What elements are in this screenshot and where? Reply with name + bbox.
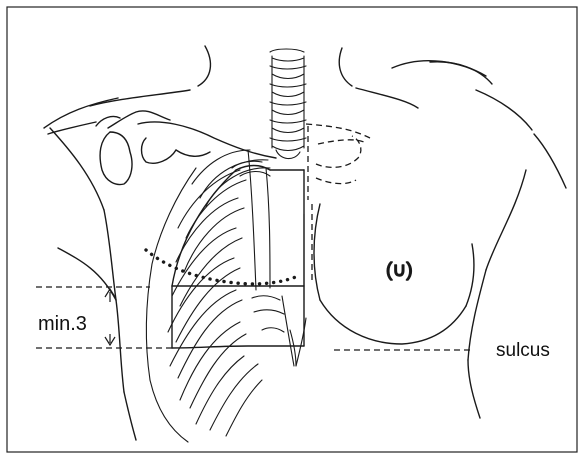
spine	[270, 49, 306, 159]
rib-cage	[146, 150, 306, 442]
marked-region	[172, 166, 304, 349]
dashed-shoulder	[306, 124, 370, 280]
measurement-lines	[36, 287, 470, 350]
figure-border	[7, 7, 577, 452]
clavicle	[96, 111, 276, 185]
measurement-label: min.3	[38, 313, 87, 335]
breast-outline: (∪)	[314, 204, 474, 344]
sulcus-label: sulcus	[496, 340, 550, 361]
areola-glyph: (∪)	[386, 260, 413, 281]
body-outline	[44, 46, 566, 440]
